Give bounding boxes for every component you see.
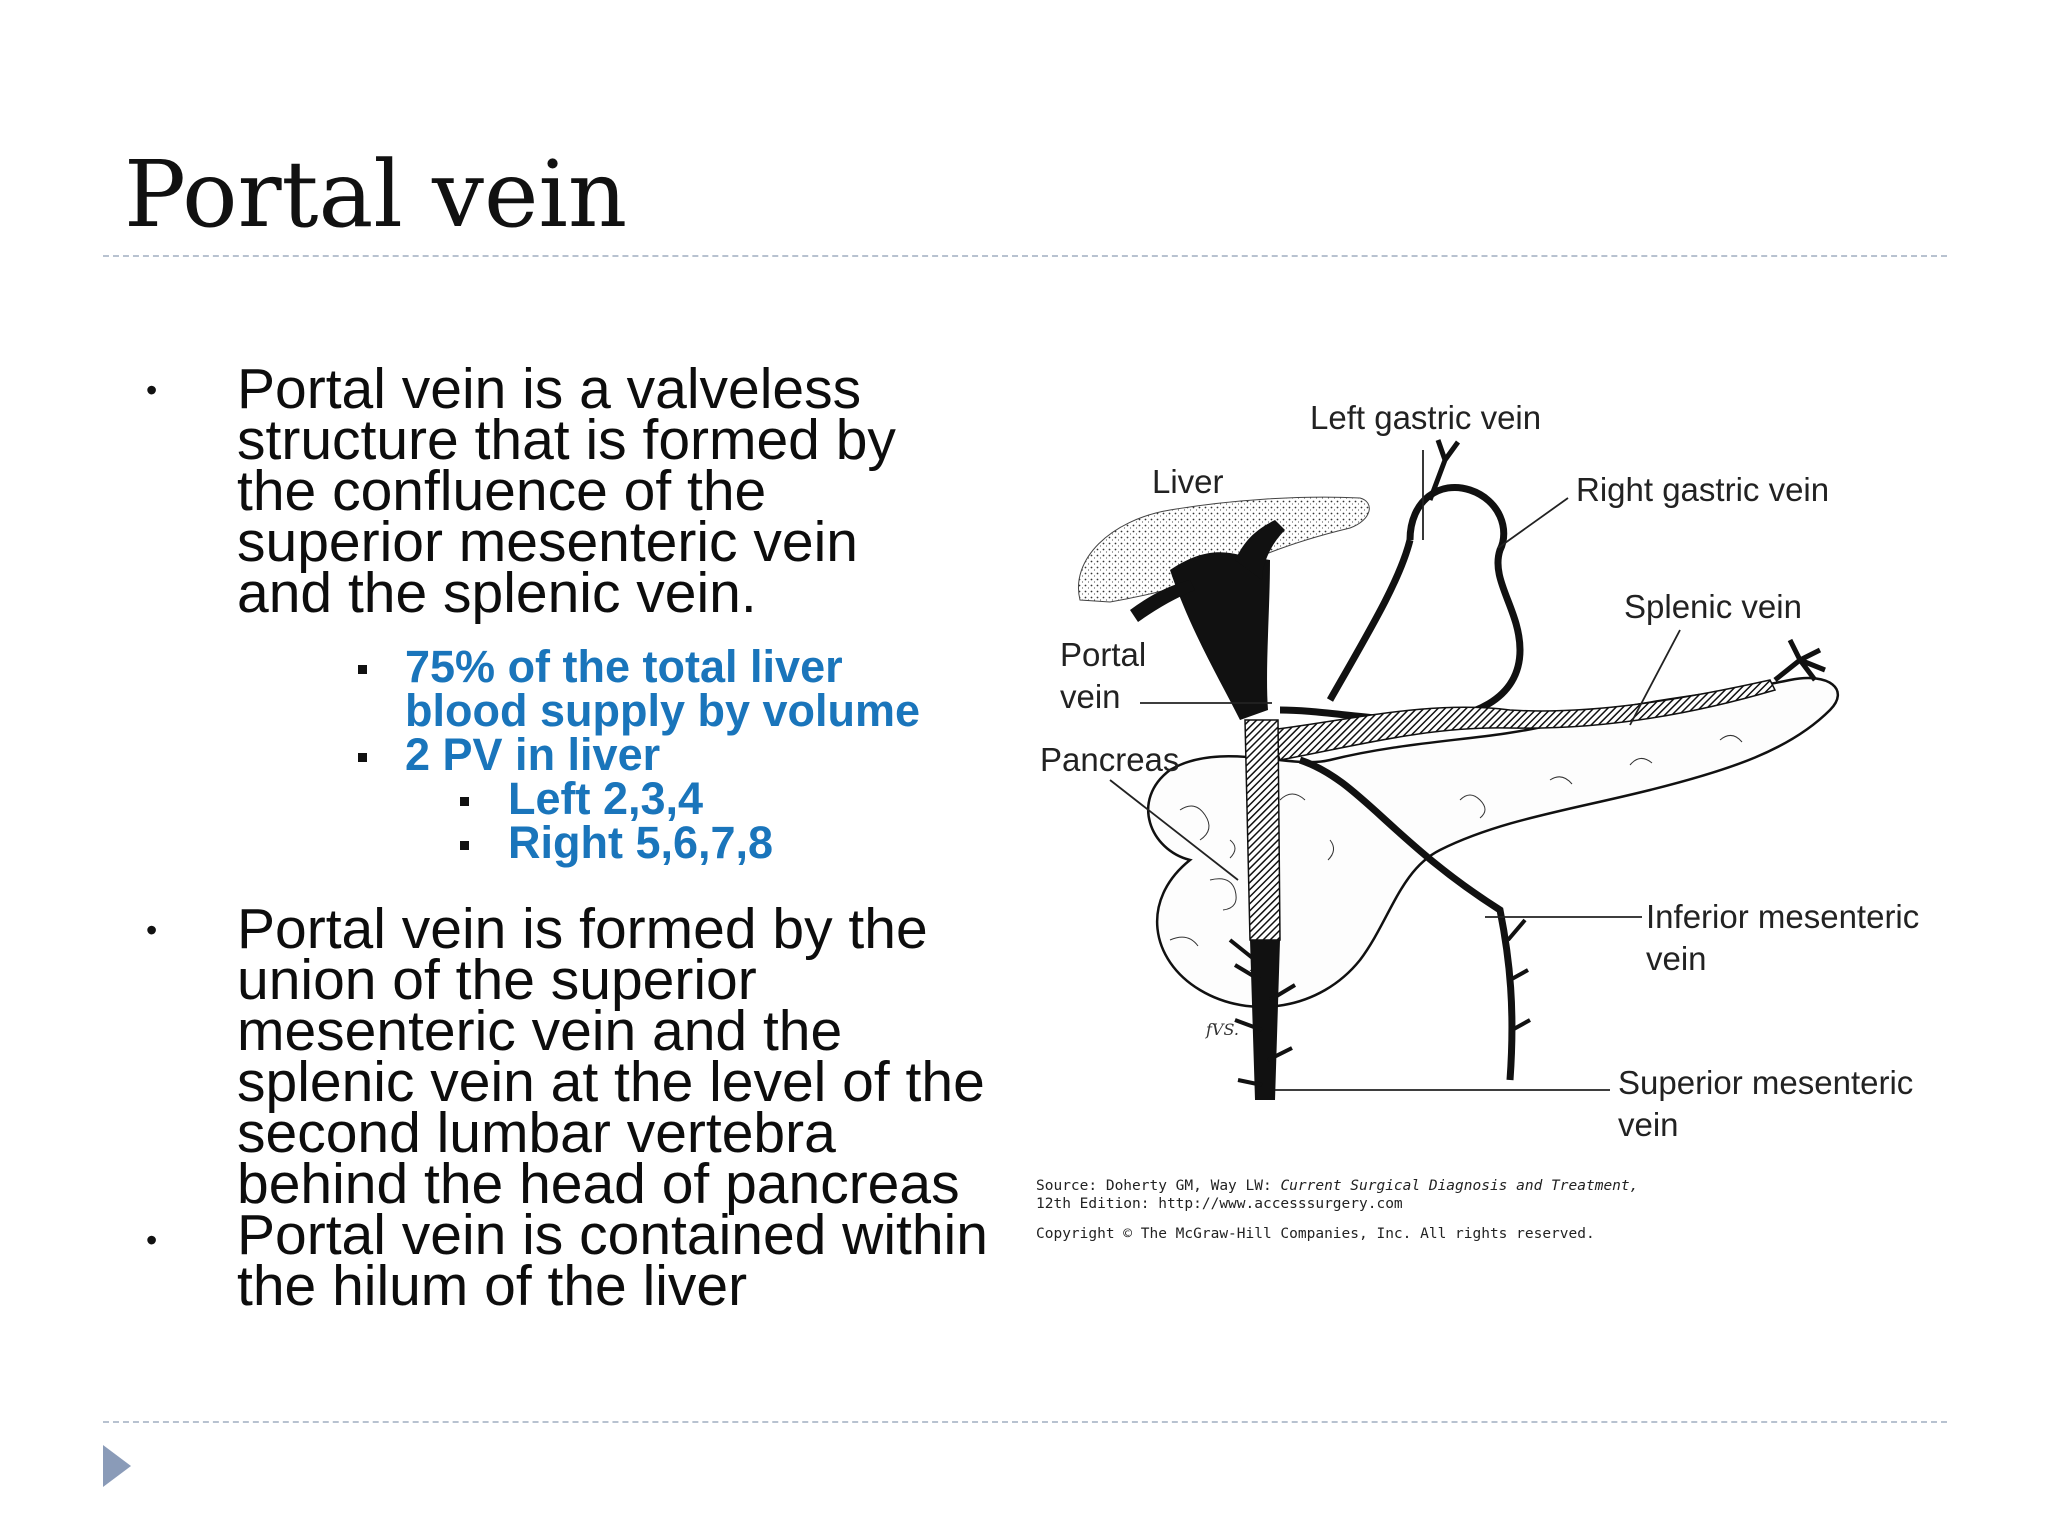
label-liver: Liver xyxy=(1152,463,1224,500)
label-inferior-mesenteric-vein-line-2: vein xyxy=(1646,940,1707,977)
label-superior-mesenteric-vein-line-2: vein xyxy=(1618,1106,1679,1143)
bullet-3-marker: • xyxy=(146,1222,158,1258)
bullet-3-line-1: Portal vein is contained within xyxy=(237,1203,988,1267)
bullet-1-text: Portal vein is a valveless structure tha… xyxy=(237,357,1017,625)
bullet-1-line-5: and the splenic vein. xyxy=(237,561,757,625)
bullet-1-marker: • xyxy=(146,372,158,408)
figure-source-line-2: 12th Edition: http://www.accesssurgery.c… xyxy=(1036,1196,1403,1212)
bullet-2-text: Portal vein is formed by the union of th… xyxy=(237,897,1017,1216)
figure-source-prefix: Source: Doherty GM, Way LW: xyxy=(1036,1178,1281,1194)
inferior-mesenteric-vein xyxy=(1298,756,1516,1081)
sub-bullet-right: Right 5,6,7,8 xyxy=(508,817,774,868)
left-gastric-vein-descending xyxy=(1326,539,1414,702)
sub-bullet-liver-supply-line-2: blood supply by volume xyxy=(405,685,921,736)
portal-vein-trunk xyxy=(1170,552,1270,720)
portal-vein-branch-right xyxy=(1130,580,1195,622)
sub-bullet-left: Left 2,3,4 xyxy=(508,773,704,824)
portal-vein-illustration xyxy=(1078,439,1839,1100)
label-inferior-mesenteric-vein-line-1: Inferior mesenteric xyxy=(1646,898,1920,935)
sub-bullet-two-pv: 2 PV in liver xyxy=(405,729,661,780)
label-left-gastric-vein: Left gastric vein xyxy=(1310,399,1542,436)
bullet-2-line-5: second lumbar vertebra xyxy=(237,1101,836,1165)
portal-vein-diagram: Left gastric vein Liver Right gastric ve… xyxy=(1030,380,1970,1250)
title-divider xyxy=(103,255,1947,257)
bullet-3-text: Portal vein is contained within the hilu… xyxy=(237,1203,1017,1318)
bullet-1-line-4: superior mesenteric vein xyxy=(237,510,858,574)
label-pancreas: Pancreas xyxy=(1040,741,1180,778)
sub-bullet-marker-1 xyxy=(358,665,367,674)
pancreas-shape xyxy=(1146,676,1839,1009)
bullet-2-line-3: mesenteric vein and the xyxy=(237,999,843,1063)
label-portal-vein-line-2: vein xyxy=(1060,678,1121,715)
bullet-3-line-2: the hilum of the liver xyxy=(237,1254,748,1318)
bullet-2-marker: • xyxy=(146,912,158,948)
label-portal-vein-line-1: Portal xyxy=(1060,636,1147,673)
sub-bullet-liver-supply-line-1: 75% of the total liver xyxy=(405,641,843,692)
label-superior-mesenteric-vein-line-1: Superior mesenteric xyxy=(1618,1064,1914,1101)
sub-bullet-marker-4 xyxy=(460,841,469,850)
figure-copyright: Copyright © The McGraw-Hill Companies, I… xyxy=(1036,1226,1595,1242)
portal-vein-branch-left xyxy=(1235,520,1285,580)
footer-divider xyxy=(103,1421,1947,1423)
bullet-1-line-3: the confluence of the xyxy=(237,459,767,523)
label-right-gastric-vein: Right gastric vein xyxy=(1576,471,1830,508)
bullet-1-line-1: Portal vein is a valveless xyxy=(237,357,862,421)
superior-mesenteric-vein-lower xyxy=(1250,940,1280,1100)
illustrator-signature: fVS. xyxy=(1206,1020,1239,1039)
bullet-2-line-1: Portal vein is formed by the xyxy=(237,897,928,961)
splenic-vein xyxy=(1268,679,1777,761)
sub-bullet-marker-3 xyxy=(460,797,469,806)
bullet-1-line-2: structure that is formed by xyxy=(237,408,896,472)
superior-mesenteric-vein xyxy=(1244,719,1281,941)
label-splenic-vein: Splenic vein xyxy=(1624,588,1802,625)
slide-title: Portal vein xyxy=(124,141,628,248)
figure-source-book-title: Current Surgical Diagnosis and Treatment… xyxy=(1280,1178,1639,1194)
bullet-2-line-6: behind the head of pancreas xyxy=(237,1152,960,1216)
figure-source-line-1: Source: Doherty GM, Way LW: Current Surg… xyxy=(1036,1178,1638,1194)
slide-nav-arrow-icon[interactable] xyxy=(103,1445,131,1487)
sub-bullet-marker-2 xyxy=(358,753,367,762)
bullet-2-line-2: union of the superior xyxy=(237,948,757,1012)
bullet-2-line-4: splenic vein at the level of the xyxy=(237,1050,985,1114)
